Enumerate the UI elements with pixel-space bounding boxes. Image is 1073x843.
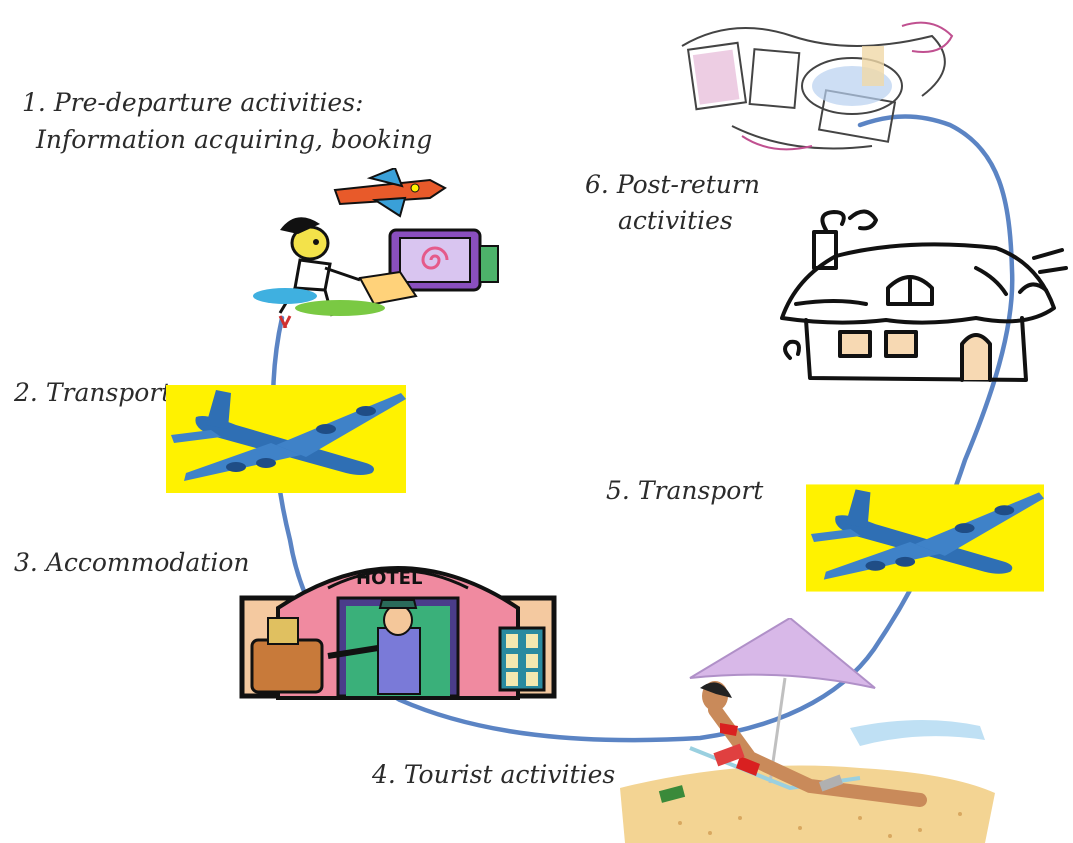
stage-5-number: 5. bbox=[606, 476, 630, 505]
transport-airplane-2 bbox=[806, 484, 1044, 592]
stage-5-title: Transport bbox=[637, 476, 764, 505]
transport-airplane-1 bbox=[166, 385, 406, 493]
stage-2-title: Transport bbox=[45, 378, 172, 407]
stage-3-number: 3. bbox=[14, 548, 38, 577]
hotel-icon: HOTEL bbox=[238, 548, 558, 700]
traveler-at-computer-icon bbox=[240, 168, 520, 328]
stage-2-label: 2. Transport bbox=[14, 378, 171, 408]
stage-1-subtitle: Information acquiring, booking bbox=[36, 125, 433, 154]
stage-2-number: 2. bbox=[14, 378, 38, 407]
stage-6-label: 6. Post-return bbox=[585, 170, 760, 200]
stage-6-subtitle: activities bbox=[618, 206, 733, 235]
stage-6-number: 6. bbox=[585, 170, 609, 199]
stage-1-title: Pre-departure activities: bbox=[53, 88, 364, 117]
stage-1-number: 1. bbox=[22, 88, 46, 117]
stage-3-title: Accommodation bbox=[45, 548, 250, 577]
photos-and-souvenirs-icon bbox=[672, 6, 972, 166]
svg-text:HOTEL: HOTEL bbox=[356, 568, 422, 589]
airplane-icon bbox=[806, 484, 1044, 592]
stage-4-label: 4. Tourist activities bbox=[372, 760, 615, 790]
beach-sunbather-icon bbox=[620, 618, 1000, 843]
stage-4-title: Tourist activities bbox=[403, 760, 616, 789]
airplane-icon bbox=[166, 385, 406, 493]
stage-1-label: 1. Pre-departure activities: bbox=[22, 88, 363, 118]
house-icon bbox=[776, 208, 1068, 388]
stage-6-title: Post-return bbox=[616, 170, 760, 199]
stage-4-number: 4. bbox=[372, 760, 396, 789]
stage-5-label: 5. Transport bbox=[606, 476, 763, 506]
stage-3-label: 3. Accommodation bbox=[14, 548, 250, 578]
